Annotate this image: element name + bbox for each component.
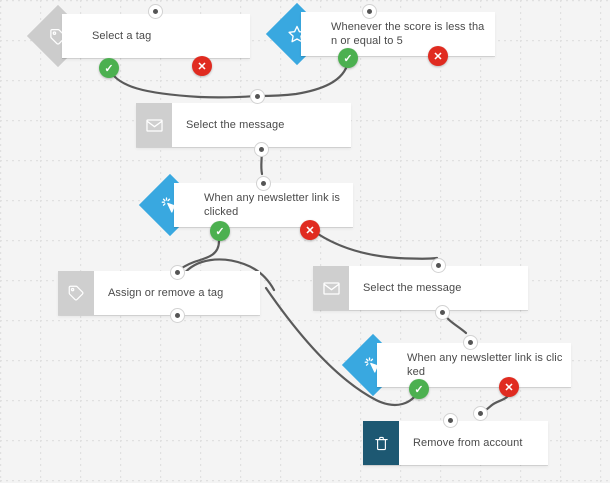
node-select-the-message-2[interactable]: Select the message (313, 266, 528, 310)
error-badge[interactable]: ✕ (300, 220, 320, 240)
port-newsletter2-top[interactable] (463, 335, 478, 350)
port-top-1[interactable] (148, 4, 163, 19)
port-message2-top[interactable] (431, 258, 446, 273)
wire-score-to-message (256, 60, 350, 98)
success-badge[interactable]: ✓ (409, 379, 429, 399)
error-badge[interactable]: ✕ (499, 377, 519, 397)
port-merge[interactable] (250, 89, 265, 104)
node-label: Select the message (186, 119, 285, 131)
node-label: Remove from account (413, 437, 523, 449)
node-score-trigger[interactable]: Whenever the score is less than or equal… (265, 2, 495, 68)
node-select-a-tag[interactable]: Select a tag ✓ ✕ (26, 4, 250, 78)
port-newsletter1-top[interactable] (256, 176, 271, 191)
node-remove-from-account[interactable]: Remove from account (363, 421, 548, 465)
node-label: Whenever the score is less than or equal… (331, 21, 485, 47)
port-tag-outlet[interactable] (170, 308, 185, 323)
node-select-the-message-1[interactable]: Select the message (136, 103, 351, 147)
port-remove-top[interactable] (443, 413, 458, 428)
wire-tag-to-message (106, 62, 258, 99)
port-remove-inlet[interactable] (473, 406, 488, 421)
cursor-click-icon (138, 173, 202, 237)
success-badge[interactable]: ✓ (210, 221, 230, 241)
envelope-icon (136, 103, 172, 147)
node-label: When any newsletter link is clicked (204, 192, 340, 218)
port-message2-bottom[interactable] (435, 305, 450, 320)
success-badge[interactable]: ✓ (338, 48, 358, 68)
error-badge[interactable]: ✕ (192, 56, 212, 76)
port-top-2[interactable] (362, 4, 377, 19)
node-label: Assign or remove a tag (108, 287, 224, 299)
success-badge[interactable]: ✓ (99, 58, 119, 78)
trash-icon (363, 421, 399, 465)
node-label: Select the message (363, 282, 462, 294)
tag-icon (58, 271, 94, 315)
envelope-icon (313, 266, 349, 310)
port-tag-inlet[interactable] (170, 265, 185, 280)
node-label: Select a tag (92, 30, 152, 42)
node-newsletter-click-2[interactable]: When any newsletter link is clicked ✓ ✕ (341, 333, 571, 399)
node-newsletter-click-1[interactable]: When any newsletter link is clicked ✓ ✕ (138, 173, 353, 241)
cursor-click-icon (341, 333, 405, 397)
node-assign-remove-tag[interactable]: Assign or remove a tag (58, 271, 260, 315)
port-message1-bottom[interactable] (254, 142, 269, 157)
wire-newsletter-error-to-message2 (316, 232, 439, 260)
error-badge[interactable]: ✕ (428, 46, 448, 66)
node-label: When any newsletter link is clicked (407, 352, 563, 378)
